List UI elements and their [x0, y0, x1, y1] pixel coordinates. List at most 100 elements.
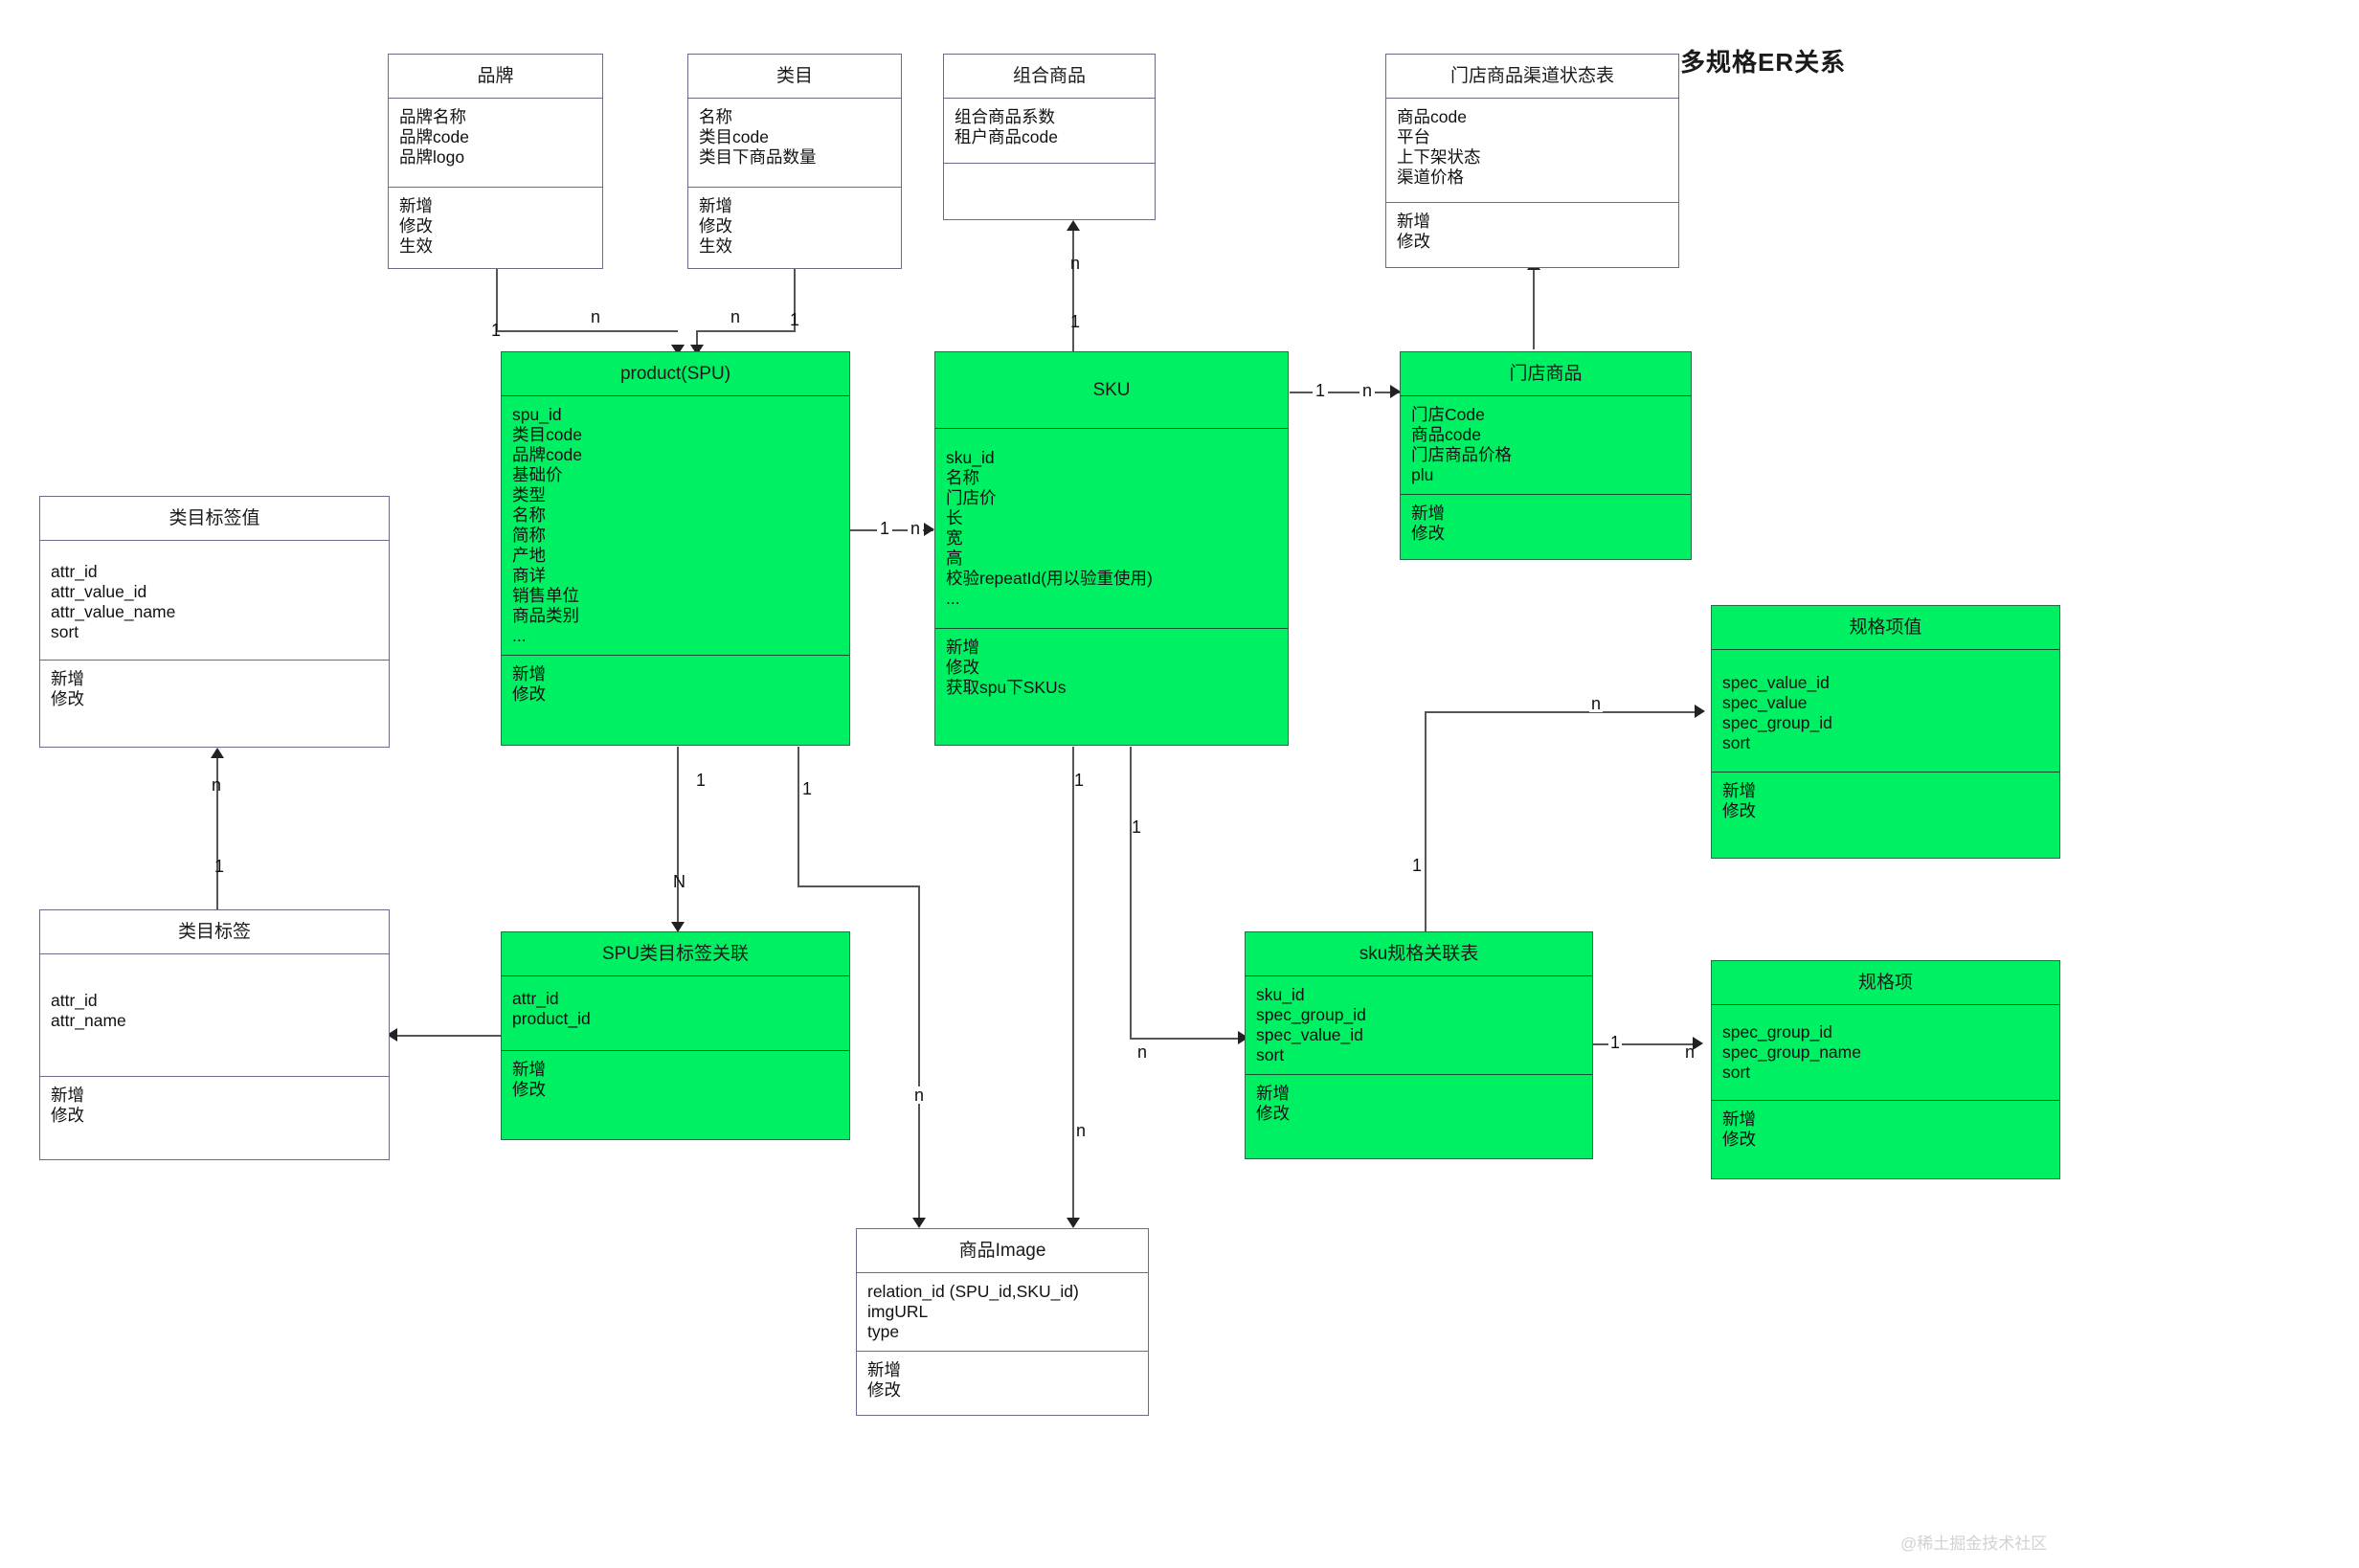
entity-attributes: sku_id spec_group_id spec_value_id sort	[1246, 976, 1592, 1075]
entity-attributes: 品牌名称 品牌code 品牌logo	[389, 99, 602, 188]
entity-operations: 新增 修改	[40, 1077, 389, 1159]
operation[interactable]: 修改	[512, 683, 546, 704]
operation[interactable]: 修改	[51, 688, 84, 708]
operation[interactable]: 新增	[512, 1059, 546, 1079]
operation[interactable]: 获取spu下SKUs	[946, 677, 1067, 697]
operation[interactable]: 新增	[1256, 1083, 1290, 1103]
operation[interactable]: 新增	[51, 668, 84, 688]
cardinality-sku-store-1: 1	[1313, 382, 1329, 399]
entity-spu-category-tag-relation[interactable]: SPU类目标签关联 attr_id product_id 新增 修改	[501, 931, 850, 1140]
entity-sku[interactable]: SKU sku_id 名称 门店价 长 宽 高 校验repeatId(用以验重使…	[934, 351, 1289, 746]
attribute: 商品类别	[512, 605, 579, 625]
entity-title: 商品Image	[857, 1229, 1148, 1273]
entity-title: product(SPU)	[502, 352, 849, 396]
attribute: 租户商品code	[955, 126, 1058, 146]
operation[interactable]: 修改	[1411, 523, 1445, 543]
connector-storeproduct-channel	[1533, 268, 1535, 349]
connector-spu-tagrel	[677, 747, 679, 929]
entity-spec-value[interactable]: 规格项值 spec_value_id spec_value spec_group…	[1711, 605, 2060, 859]
cardinality-brand-one: 1	[491, 321, 502, 340]
operation[interactable]: 新增	[512, 663, 546, 683]
operation[interactable]: 修改	[946, 657, 979, 677]
entity-product-image[interactable]: 商品Image relation_id (SPU_id,SKU_id) imgU…	[856, 1228, 1149, 1416]
entity-store-product-channel-status[interactable]: 门店商品渠道状态表 商品code 平台 上下架状态 渠道价格 新增 修改	[1385, 54, 1679, 268]
cardinality-specvalue-n: n	[1589, 694, 1604, 713]
entity-spec-group[interactable]: 规格项 spec_group_id spec_group_name sort 新…	[1711, 960, 2060, 1179]
attribute: 商品code	[1411, 424, 1481, 444]
entity-operations: 新增 修改	[857, 1352, 1148, 1415]
entity-title: 类目	[688, 55, 901, 99]
arrowhead-spu-sku	[924, 523, 934, 536]
attribute: 名称	[699, 106, 732, 126]
page-title: 多规格ER关系	[1680, 48, 1847, 77]
cardinality-sku-img-n: n	[1074, 1121, 1089, 1140]
entity-combo-product[interactable]: 组合商品 组合商品系数 租户商品code	[943, 54, 1156, 220]
entity-attributes: spec_value_id spec_value spec_group_id s…	[1712, 650, 2059, 773]
cardinality-combo-n: n	[1070, 254, 1081, 273]
operation[interactable]: 修改	[1722, 800, 1756, 820]
operation[interactable]: 生效	[399, 236, 433, 256]
attribute: product_id	[512, 1008, 591, 1028]
cardinality-spu-img-1: 1	[802, 779, 813, 798]
attribute: 门店商品价格	[1411, 444, 1512, 464]
connector-spu-image-seg3	[918, 885, 920, 1225]
entity-operations: 新增 修改	[1246, 1075, 1592, 1158]
operation[interactable]: 新增	[1722, 1109, 1756, 1129]
attribute: sku_id	[946, 447, 995, 467]
operation[interactable]: 新增	[51, 1085, 84, 1105]
operation[interactable]: 新增	[1722, 780, 1756, 800]
cardinality-spu-sku-n: n	[908, 520, 924, 537]
entity-category-tag[interactable]: 类目标签 attr_id attr_name 新增 修改	[39, 909, 390, 1160]
cardinality-category-many: n	[730, 307, 741, 326]
attribute: sort	[51, 621, 79, 641]
attribute: 渠道价格	[1397, 167, 1464, 187]
attribute: 商品code	[1397, 106, 1467, 126]
attribute: 校验repeatId(用以验重使用)	[946, 568, 1153, 588]
entity-category[interactable]: 类目 名称 类目code 类目下商品数量 新增 修改 生效	[687, 54, 902, 269]
attribute: spu_id	[512, 404, 562, 424]
attribute: spec_value_id	[1722, 672, 1830, 692]
operation[interactable]: 修改	[867, 1379, 901, 1400]
cardinality-skuspec-n: n	[1137, 1042, 1148, 1062]
entity-title: SKU	[935, 352, 1288, 429]
operation[interactable]: 修改	[1397, 232, 1430, 251]
attribute: spec_value	[1722, 692, 1808, 712]
entity-store-product[interactable]: 门店商品 门店Code 商品code 门店商品价格 plu 新增 修改	[1400, 351, 1692, 560]
operation[interactable]: 修改	[699, 216, 732, 235]
entity-brand[interactable]: 品牌 品牌名称 品牌code 品牌logo 新增 修改 生效	[388, 54, 603, 269]
connector-skuspec-specvalue-seg1	[1425, 711, 1427, 931]
operation[interactable]: 修改	[51, 1105, 84, 1125]
operation[interactable]: 生效	[699, 236, 732, 256]
operation[interactable]: 新增	[867, 1359, 901, 1379]
attribute: spec_group_id	[1722, 1021, 1832, 1042]
operation[interactable]: 修改	[1256, 1103, 1290, 1123]
attribute: sku_id	[1256, 984, 1305, 1004]
attribute: 基础价	[512, 464, 563, 484]
operation[interactable]: 新增	[946, 637, 979, 657]
entity-attributes: attr_id attr_value_id attr_value_name so…	[40, 541, 389, 661]
entity-product-spu[interactable]: product(SPU) spu_id 类目code 品牌code 基础价 类型…	[501, 351, 850, 746]
attribute: 类目code	[512, 424, 582, 444]
entity-attributes: spu_id 类目code 品牌code 基础价 类型 名称 简称 产地 商详 …	[502, 396, 849, 656]
attribute: type	[867, 1321, 900, 1341]
operation[interactable]: 新增	[399, 196, 433, 215]
operation[interactable]: 新增	[1397, 212, 1430, 231]
connector-sku-image	[1072, 747, 1074, 1225]
operation[interactable]: 修改	[512, 1079, 546, 1099]
entity-title: 门店商品	[1401, 352, 1691, 396]
entity-category-tag-value[interactable]: 类目标签值 attr_id attr_value_id attr_value_n…	[39, 496, 390, 748]
operation[interactable]: 新增	[1411, 503, 1445, 523]
cardinality-category-one: 1	[790, 310, 800, 329]
attribute: 平台	[1397, 126, 1430, 146]
cardinality-spu-tag-1: 1	[696, 771, 707, 790]
attribute: 销售单位	[512, 585, 579, 605]
arrowhead-brand-spu	[671, 345, 685, 355]
connector-category-spu-seg2	[696, 330, 796, 332]
entity-sku-spec-relation[interactable]: sku规格关联表 sku_id spec_group_id spec_value…	[1245, 931, 1593, 1159]
attribute: attr_value_id	[51, 581, 147, 601]
operation[interactable]: 修改	[1722, 1129, 1756, 1149]
operation[interactable]: 修改	[399, 216, 433, 235]
operation[interactable]: 新增	[699, 196, 732, 215]
attribute: relation_id (SPU_id,SKU_id)	[867, 1281, 1079, 1301]
